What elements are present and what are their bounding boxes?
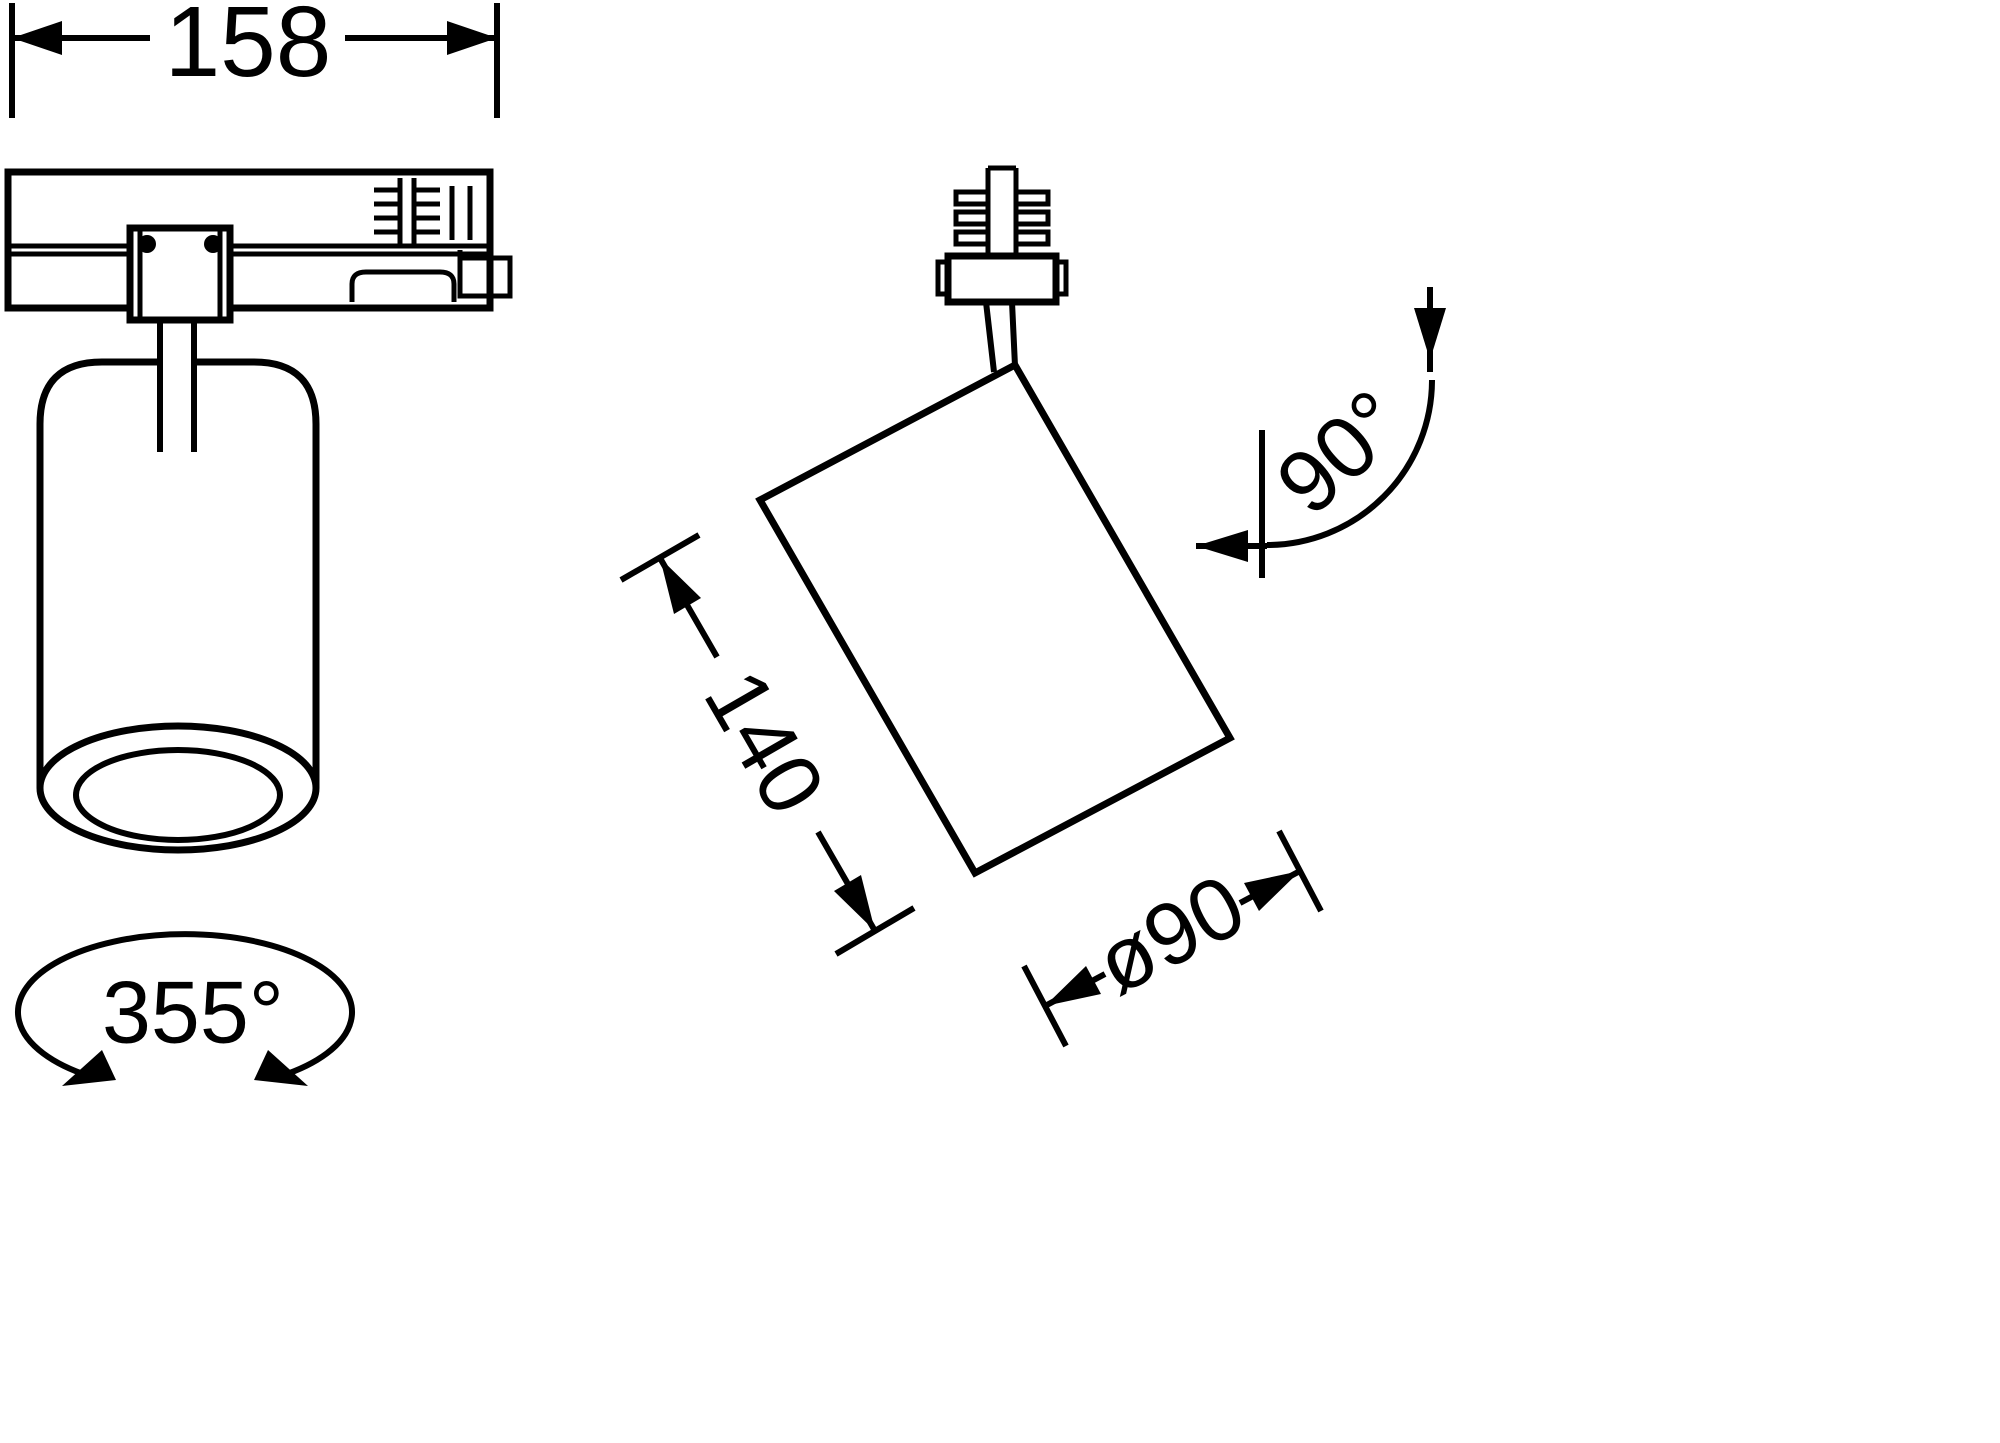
- connector-bar: [985, 165, 1019, 256]
- contact-tooth: [1013, 209, 1051, 227]
- length-dimension-label: 140: [685, 654, 844, 831]
- stem-side: [983, 301, 1018, 373]
- stem-fill: [158, 320, 196, 454]
- adapter-base: [944, 252, 1060, 306]
- diameter-dimension-90: ø90: [1021, 829, 1324, 1048]
- adapter-housing: [4, 168, 494, 312]
- clamp-screw-left: [138, 235, 156, 253]
- stem-front: [157, 320, 197, 454]
- track-adapter-front: [4, 168, 513, 324]
- rotation-arc: [15, 931, 355, 1079]
- contact-tooth: [1013, 189, 1051, 207]
- housing-seam: [8, 243, 490, 257]
- latch-handle: [349, 269, 457, 302]
- extension-lines: [9, 3, 500, 118]
- width-dimension-158: 158: [9, 0, 500, 118]
- width-dimension-label: 158: [165, 0, 332, 98]
- clamp-screw-right: [204, 235, 222, 253]
- track-adapter-side: [935, 165, 1069, 373]
- contact-block: [449, 186, 473, 240]
- contact-tooth: [953, 229, 991, 247]
- contact-tooth: [953, 209, 991, 227]
- tilted-cylinder-outline: [755, 360, 1235, 878]
- arrow-left-icon: [1045, 966, 1101, 1006]
- stem-sides: [157, 320, 197, 452]
- contact-tooth: [953, 189, 991, 207]
- rotation-arrow-left-icon: [62, 1050, 116, 1086]
- base-tab-left: [935, 259, 951, 297]
- arrow-left-icon: [12, 21, 62, 55]
- lens-opening: [73, 747, 283, 843]
- base-tab-right: [1053, 259, 1069, 297]
- rotation-indicator-355: 355°: [15, 931, 355, 1086]
- tilt-arc: [1266, 379, 1435, 548]
- arrow-down-icon: [1414, 308, 1446, 360]
- contact-tooth: [1013, 229, 1051, 247]
- rotation-arrow-right-icon: [254, 1050, 308, 1086]
- spotlight-body-side: [755, 360, 1235, 878]
- arrow-right-icon: [1244, 871, 1300, 911]
- arrow-up-icon: [660, 558, 701, 614]
- tilt-angle-label: 90°: [1257, 371, 1422, 534]
- front-rim: [36, 722, 320, 854]
- diameter-dimension-label: ø90: [1080, 855, 1260, 1014]
- arrow-right-icon: [447, 21, 497, 55]
- arrow-down-icon: [834, 875, 875, 931]
- contact-teeth: [374, 187, 440, 235]
- rotation-angle-label: 355°: [102, 963, 284, 1062]
- tilt-angle-dimension-90: 90°: [1196, 287, 1446, 578]
- arrow-left-icon: [1196, 530, 1248, 562]
